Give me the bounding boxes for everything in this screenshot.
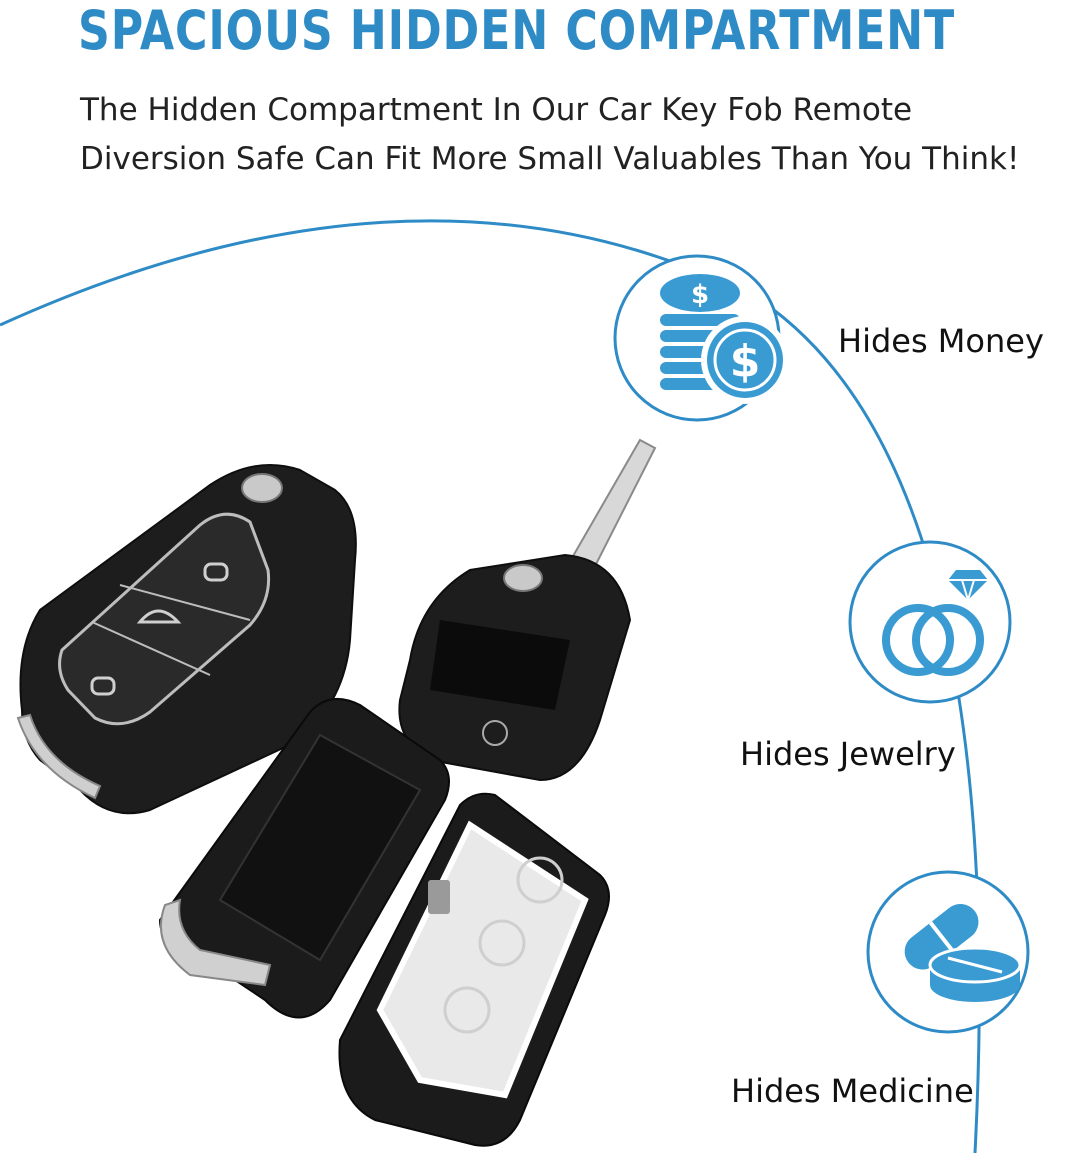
key-fob-closed [16,464,357,815]
page-title: SPACIOUS HIDDEN COMPARTMENT [78,0,956,62]
subtitle-line-1: The Hidden Compartment In Our Car Key Fo… [80,92,913,128]
pills-icon [904,903,1022,1002]
subtitle-line-2: Diversion Safe Can Fit More Small Valuab… [80,141,1020,177]
money-coins-icon: $ $ [660,274,789,404]
feature-label-medicine: Hides Medicine [731,1072,974,1110]
subtitle: The Hidden Compartment In Our Car Key Fo… [80,86,1019,184]
key-case-compartment [338,792,610,1147]
svg-text:$: $ [691,280,709,310]
feature-label-jewelry: Hides Jewelry [740,735,956,773]
feature-circle-medicine [866,870,1030,1034]
key-blade-head [398,438,657,782]
diamond-rings-icon [882,570,988,676]
feature-label-money: Hides Money [838,322,1044,360]
feature-circle-jewelry [848,540,1012,704]
feature-circle-money: $ $ [613,254,789,422]
key-case-back-shell [158,697,450,1019]
svg-text:$: $ [730,336,761,387]
